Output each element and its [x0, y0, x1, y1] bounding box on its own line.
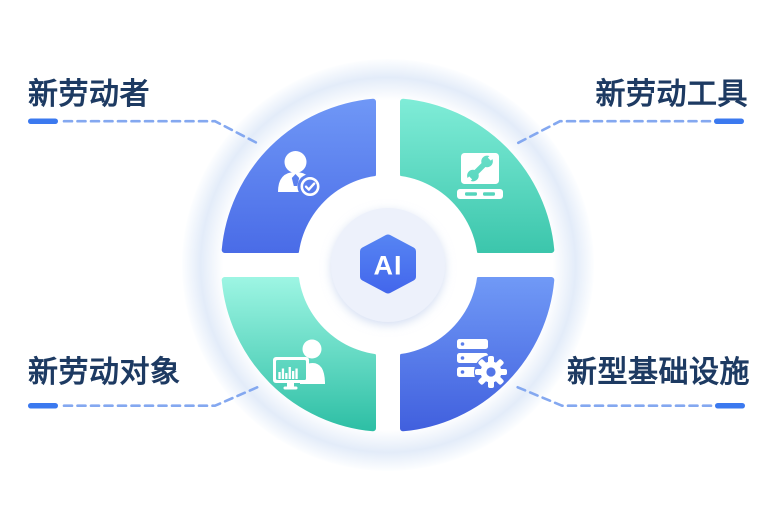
connector-top-right — [515, 118, 744, 145]
connector-solid-segment — [28, 403, 58, 409]
server-gear-icon — [457, 339, 507, 388]
connector-solid-segment — [714, 118, 744, 124]
check-badge-ring — [300, 177, 320, 196]
connector-dashed-line — [62, 119, 260, 145]
label-bottom-right: 新型基础设施 — [567, 356, 750, 389]
gear-glyph — [475, 356, 507, 388]
label-top-left: 新劳动者 — [28, 78, 150, 111]
ai-badge-text: AI — [374, 251, 403, 281]
label-top-right: 新劳动工具 — [596, 78, 749, 111]
check-mark — [304, 182, 316, 191]
person-chart-monitor-icon — [273, 339, 325, 390]
ai-hexagon-badge — [360, 234, 416, 294]
connector-dashed-line — [515, 119, 712, 145]
connector-dashed-line — [62, 385, 260, 407]
tool-wrench-screen-icon — [457, 153, 503, 199]
label-bottom-left: 新劳动对象 — [28, 356, 181, 389]
connector-bottom-right — [515, 385, 745, 409]
connector-solid-segment — [28, 118, 58, 124]
connector-bottom-left — [28, 385, 260, 409]
connector-top-left — [28, 118, 260, 145]
quadrant-bottom-left — [221, 277, 376, 432]
worker-check-icon — [278, 151, 320, 196]
connector-solid-segment — [715, 403, 745, 409]
connector-dashed-line — [515, 385, 713, 407]
